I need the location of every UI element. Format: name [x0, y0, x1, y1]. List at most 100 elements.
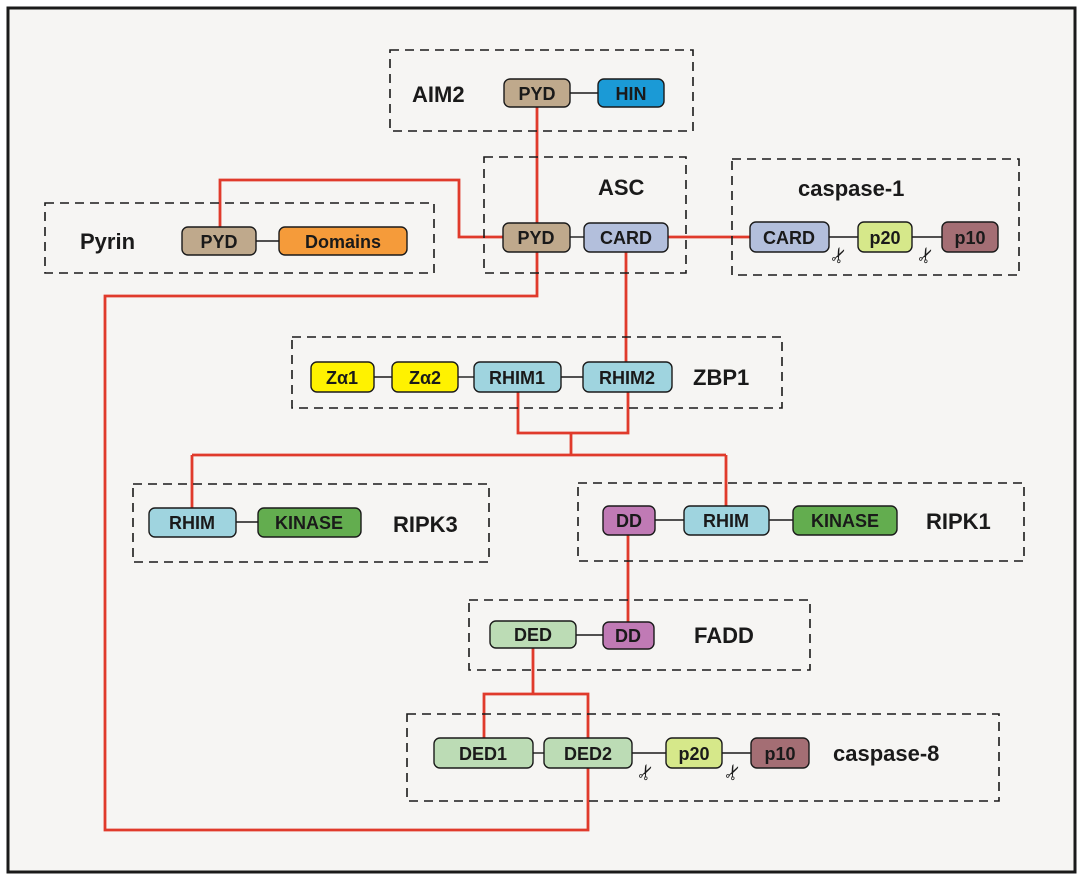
domain-ripk1-dd: DD	[602, 505, 656, 536]
domain-fadd-dd: DD	[602, 621, 655, 650]
group-label-zbp1: ZBP1	[693, 365, 749, 390]
domain-box	[602, 505, 656, 536]
domain-box	[583, 222, 669, 253]
link-zbp1-rhim-ripk	[190, 392, 728, 508]
domain-box	[857, 221, 913, 253]
domain-box	[489, 620, 577, 649]
domain-label: DED1	[459, 744, 507, 764]
domain-box	[433, 737, 534, 769]
group-label-asc: ASC	[598, 175, 645, 200]
domain-casp8-ded1: DED1	[433, 737, 534, 769]
domain-label: DD	[615, 626, 641, 646]
domain-casp8-p10: p10	[750, 737, 810, 769]
domain-casp1-card: CARD	[749, 221, 830, 253]
group-box-ripk3	[132, 483, 490, 563]
domain-zbp1-rhim2: RHIM2	[582, 361, 673, 393]
domain-label: KINASE	[275, 513, 343, 533]
domain-box	[473, 361, 562, 393]
domain-fadd-ded: DED	[489, 620, 577, 649]
group-label-ripk1: RIPK1	[926, 509, 991, 534]
domain-box	[749, 221, 830, 253]
domain-label: DED	[514, 625, 552, 645]
domain-bonds	[236, 92, 942, 754]
group-box-asc	[483, 156, 687, 274]
domain-casp8-ded2: DED2	[543, 737, 633, 769]
domain-label: Zα2	[409, 368, 441, 388]
domain-casp1-p10: p10	[941, 221, 999, 253]
domain-ripk1-rhim: RHIM	[683, 505, 770, 536]
group-boxes	[44, 49, 1025, 802]
group-label-fadd: FADD	[694, 623, 754, 648]
domain-box	[941, 221, 999, 253]
domain-label: KINASE	[811, 511, 879, 531]
group-box-fadd	[468, 599, 811, 671]
domain-aim2-pyd: PYD	[503, 78, 571, 108]
domain-label: p10	[954, 228, 985, 248]
group-box-ripk1	[577, 482, 1025, 562]
group-label-caspase8: caspase-8	[833, 741, 939, 766]
interaction-lines	[103, 107, 750, 832]
domain-casp1-p20: p20	[857, 221, 913, 253]
link-fadd-ded-casp8-ded	[482, 648, 590, 738]
group-box-pyrin	[44, 202, 435, 274]
domain-label: Domains	[305, 232, 381, 252]
domain-label: p20	[869, 228, 900, 248]
group-box-caspase8	[406, 713, 1000, 802]
domain-label: Zα1	[326, 368, 358, 388]
domain-pyrin-pyd: PYD	[181, 226, 257, 256]
domain-box	[181, 226, 257, 256]
domain-box	[597, 78, 665, 108]
domain-label: RHIM2	[599, 368, 655, 388]
group-labels: AIM2 Pyrin ASC caspase-1 ZBP1 RIPK3 RIPK…	[80, 82, 991, 766]
domain-label: DED2	[564, 744, 612, 764]
domain-box	[148, 507, 237, 538]
domain-label: RHIM	[703, 511, 749, 531]
domain-ripk3-kinase: KINASE	[257, 507, 362, 538]
link-pyrin-pyd-asc-pyd	[218, 178, 503, 239]
domain-asc-pyd: PYD	[502, 222, 571, 253]
domain-label: PYD	[518, 84, 555, 104]
domain-label: CARD	[600, 228, 652, 248]
domain-label: p10	[764, 744, 795, 764]
domain-box	[582, 361, 673, 393]
group-box-caspase1	[731, 158, 1020, 276]
domain-zbp1-za2: Zα2	[391, 361, 459, 393]
domain-box	[257, 507, 362, 538]
domain-label: HIN	[616, 84, 647, 104]
group-label-caspase1: caspase-1	[798, 176, 904, 201]
domain-box	[391, 361, 459, 393]
domain-label: PYD	[200, 232, 237, 252]
group-label-pyrin: Pyrin	[80, 229, 135, 254]
domain-boxes: PYD HIN PYD Domains PYD CARD CARD p2	[148, 78, 999, 769]
group-label-aim2: AIM2	[412, 82, 465, 107]
domain-box	[278, 226, 408, 256]
domain-box	[683, 505, 770, 536]
domain-ripk1-kinase: KINASE	[792, 505, 898, 536]
domain-asc-card: CARD	[583, 222, 669, 253]
domain-box	[543, 737, 633, 769]
domain-aim2-hin: HIN	[597, 78, 665, 108]
domain-box	[602, 621, 655, 650]
domain-label: PYD	[517, 228, 554, 248]
domain-zbp1-za1: Zα1	[310, 361, 375, 393]
domain-box	[665, 737, 723, 769]
group-label-ripk3: RIPK3	[393, 512, 458, 537]
domain-box	[502, 222, 571, 253]
domain-box	[792, 505, 898, 536]
domain-pyrin-domains: Domains	[278, 226, 408, 256]
domain-label: p20	[678, 744, 709, 764]
domain-box	[310, 361, 375, 393]
domain-label: CARD	[763, 228, 815, 248]
domain-casp8-p20: p20	[665, 737, 723, 769]
domain-label: RHIM1	[489, 368, 545, 388]
domain-ripk3-rhim: RHIM	[148, 507, 237, 538]
group-box-zbp1	[291, 336, 783, 409]
domain-box	[503, 78, 571, 108]
domain-label: DD	[616, 511, 642, 531]
domain-label: RHIM	[169, 513, 215, 533]
domain-box	[750, 737, 810, 769]
diagram-frame	[6, 6, 1077, 874]
link-asc-pyd-casp8-ded2	[103, 252, 590, 832]
group-box-aim2	[389, 49, 694, 132]
